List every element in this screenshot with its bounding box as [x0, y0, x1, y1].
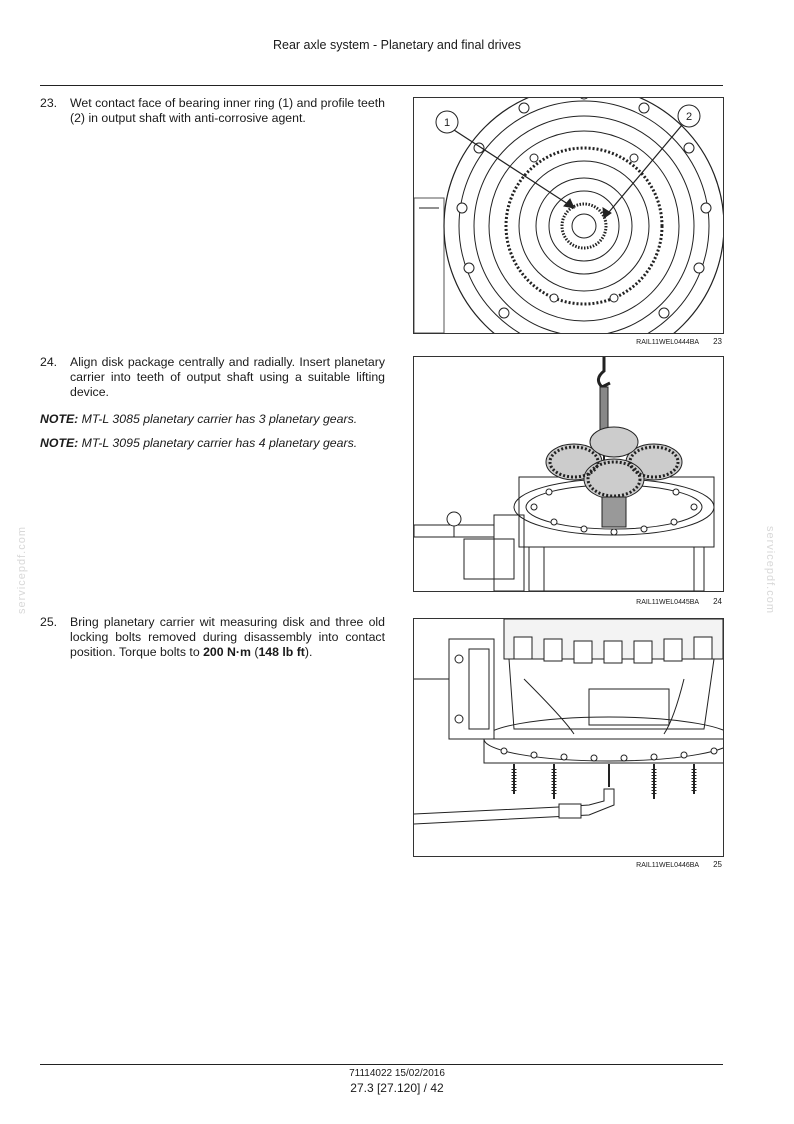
- note-mtl-3095: NOTE: MT-L 3095 planetary carrier has 4 …: [40, 436, 385, 451]
- torque-value-nm: 200 N·m: [203, 645, 251, 659]
- note-text: MT-L 3095 planetary carrier has 4 planet…: [78, 436, 358, 450]
- figure-24-caption: RAIL11WEL0445BA 24: [413, 597, 722, 606]
- step-number: 25.: [40, 615, 58, 629]
- step-25: 25. Bring planetary carrier wit measurin…: [40, 615, 385, 660]
- step-number: 24.: [40, 355, 58, 369]
- footer-doc-number: 71114022 15/02/2016: [349, 1068, 445, 1079]
- step-text-main: Bring planetary carrier wit measuring di…: [70, 615, 385, 659]
- torque-paren-close: ).: [304, 645, 313, 659]
- step-23: 23. Wet contact face of bearing inner ri…: [40, 96, 385, 126]
- footer-rule: [40, 1064, 723, 1065]
- figure-25-illustration: [413, 618, 724, 857]
- figure-number: 24: [713, 597, 722, 606]
- figure-code: RAIL11WEL0446BA: [636, 862, 700, 869]
- watermark-right: servicepdf.com: [764, 526, 776, 614]
- note-mtl-3085: NOTE: MT-L 3085 planetary carrier has 3 …: [40, 412, 385, 427]
- figure-code: RAIL11WEL0444BA: [636, 339, 700, 346]
- figure-24-illustration: [413, 356, 724, 592]
- figure-25-caption: RAIL11WEL0446BA 25: [413, 860, 722, 869]
- step-number: 23.: [40, 96, 58, 110]
- note-label: NOTE:: [40, 412, 79, 426]
- figure-code: RAIL11WEL0445BA: [636, 599, 700, 606]
- torque-value-lbft: 148 lb ft: [258, 645, 305, 659]
- figure-number: 23: [713, 337, 722, 346]
- header-rule: [40, 85, 723, 86]
- step-text: Align disk package centrally and radiall…: [70, 355, 385, 399]
- figure-callout-2: 2: [686, 111, 692, 123]
- figure-callout-1: 1: [444, 117, 450, 129]
- page-header-title: Rear axle system - Planetary and final d…: [272, 38, 522, 52]
- torque-paren-open: (: [250, 645, 259, 659]
- figure-number: 25: [713, 860, 722, 869]
- footer-page-number: 27.3 [27.120] / 42: [350, 1081, 444, 1095]
- note-text: MT-L 3085 planetary carrier has 3 planet…: [78, 412, 358, 426]
- note-label: NOTE:: [40, 436, 79, 450]
- step-24: 24. Align disk package centrally and rad…: [40, 355, 385, 400]
- figure-23-caption: RAIL11WEL0444BA 23: [413, 337, 722, 346]
- step-text: Wet contact face of bearing inner ring (…: [70, 96, 385, 125]
- watermark-left: servicepdf.com: [16, 526, 28, 614]
- step-text: Bring planetary carrier wit measuring di…: [70, 615, 385, 660]
- figure-23-illustration: 1 2: [413, 97, 724, 334]
